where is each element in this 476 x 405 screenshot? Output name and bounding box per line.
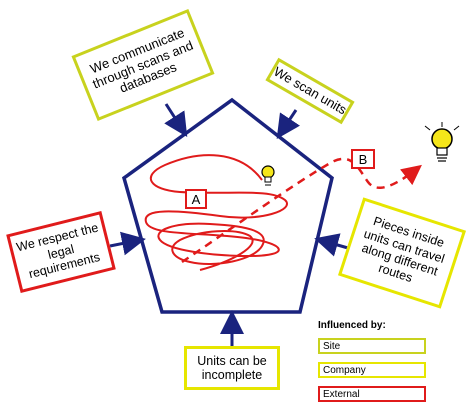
legend-item-company: Company: [318, 362, 426, 378]
legend-item-external: External: [318, 386, 426, 402]
arrow-legal: [109, 231, 146, 256]
marker-a-box: [185, 189, 207, 209]
arrow-communicate: [164, 103, 188, 138]
marker-b-label: B: [359, 152, 368, 167]
statement-incomplete: Units can be incomplete: [184, 346, 280, 390]
lightbulb-icon: [424, 122, 460, 162]
arrow-routes: [314, 233, 349, 257]
route-a-scribble: [144, 154, 288, 271]
arrow-scan-units: [276, 109, 300, 139]
legend-title: Influenced by:: [318, 320, 386, 331]
lightbulb-icon: [261, 165, 275, 186]
marker-b-box: [351, 149, 375, 169]
legend-item-site: Site: [318, 338, 426, 354]
marker-a-label: A: [192, 192, 201, 207]
process-pentagon: [121, 97, 334, 314]
